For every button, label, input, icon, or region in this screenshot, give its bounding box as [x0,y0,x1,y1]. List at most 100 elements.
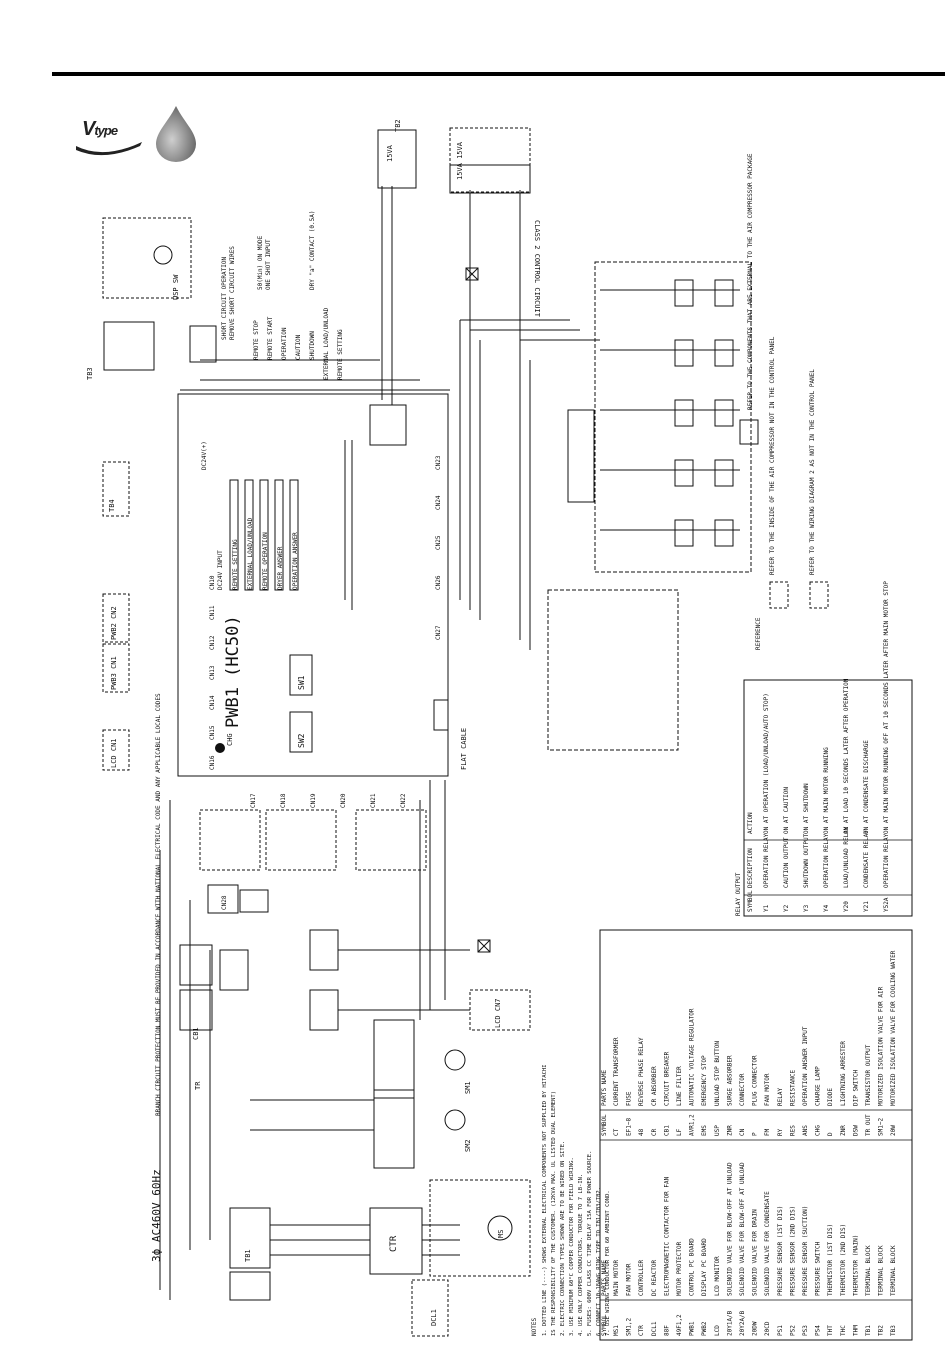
parts-row-symbol: TB1 [865,1325,872,1336]
parts-row-symbol: PWB2 [701,1321,708,1336]
parts-row-symbol: CN [739,1128,746,1136]
parts-row-name: SURGE ABSORBER [726,1055,733,1106]
notes-line: 3. USE MINIMUM 60°C COPPER CONDUCTOR FOR… [569,1157,575,1336]
lcd-cn1-label: LCD CN1 [110,738,118,768]
usp-sw-label: USP SW [172,274,180,300]
remote-label: OPERATION [281,327,288,360]
relay-row-description: CAUTION OUTPUT [783,837,790,888]
parts-row-symbol: MS1 [613,1325,620,1336]
connector-label: CN22 [400,793,407,808]
parts-row-name: EMERGENCY STOP [701,1055,708,1106]
parts-row-name: THERMISTOR (MAIN) [852,1235,859,1296]
parts-row-symbol: ZNR [840,1125,847,1136]
relay-table-title: RELAY OUTPUT [735,872,742,916]
parts-row-symbol: PS1 [777,1325,784,1336]
ctr-box [369,1207,423,1275]
flat-cable-box [433,699,449,731]
relay-output-table: RELAY OUTPUT SYMBOL DESCRIPTION ACTION Y… [735,581,913,917]
dryer-answer-bar [274,479,284,591]
parts-header: SYMBOL [601,1114,608,1136]
parts-row-name: CURRENT TRANSFORMER [613,1037,620,1106]
parts-row-name: SOLENOID VALVE FOR BLOW-OFF AT UNLOAD [726,1162,733,1296]
sm1-box [373,1019,415,1099]
parts-header: SYMBOL [601,1314,608,1336]
dc-label: EXTERNAL LOAD/UNLOAD [247,517,254,590]
water-drop-icon [156,106,196,162]
parts-row-name: SOLENOID VALVE FOR DRAIN [752,1209,759,1296]
relay-row-symbol: Y3 [803,904,810,912]
logo-suffix: type [94,123,118,138]
parts-row-symbol: PS2 [789,1325,796,1336]
class2-label: CLASS 2 CONTROL CIRCUIT [533,220,541,318]
parts-row-symbol: 20Y1A/B [726,1310,733,1336]
flat-cable-label: FLAT CABLE [460,728,468,770]
relay-row-action: ON AT MAIN MOTOR RUNNING OFF AT 10 SECON… [883,581,890,834]
connector-label: CN15 [209,725,216,740]
parts-row-symbol: EMS [701,1125,708,1136]
relay-cr10 [714,519,734,547]
relay-rail-wires [600,289,740,531]
parts-row-name: DIP SWITCH [852,1069,859,1106]
lcd-box [102,729,130,771]
parts-row-symbol: PWB1 [689,1321,696,1336]
ext-load-bar [244,479,254,591]
relay-cr9 [674,519,694,547]
parts-row-symbol: EF1~8 [626,1118,633,1136]
parts-table-frame [599,929,913,1341]
tb1-label: TB1 [244,1249,252,1262]
parts-row-name: DIODE [827,1088,834,1106]
dc-label: REMOTE SETTING [232,539,239,590]
relay-row-symbol: Y52A [883,897,890,912]
relay-row-description: OPERATION RELAY [763,833,770,888]
dc-input-labels: DC24V INPUT REMOTE SETTING EXTERNAL LOAD… [201,441,299,590]
vtype-logo-swoosh [76,142,142,156]
reference-box-c [739,419,759,445]
tb4-box [102,461,130,517]
parts-row-name: THERMISTOR (2ND DIS) [840,1224,847,1296]
parts-row-name: CONTROLLER [638,1259,645,1296]
sm1-label: SM1 [464,1081,472,1094]
va15b-label: 15VA 15VA [456,141,464,180]
avr-output-wires [338,949,470,1011]
parts-row-name: FAN MOTOR [626,1263,633,1296]
notes-line: 2. ELECTRIC CONNECTION TYPES SHOWN ARE T… [560,1141,566,1336]
connector-label: CN21 [370,793,377,808]
parts-row-symbol: CB1 [663,1125,670,1136]
parts-row-symbol: LF [676,1128,683,1136]
remote-label: CAUTION [295,334,302,360]
notes-lines: 1. DOTTED LINE (----) SHOWS EXTERNAL ELE… [542,1064,611,1336]
relay-cr8 [714,459,734,487]
remote-label: ONE SHOT INPUT [265,239,272,290]
x-marker-top [465,267,479,281]
notes-block: NOTES 1. DOTTED LINE (----) SHOWS EXTERN… [531,1064,611,1336]
remote-label: REMOVE SHORT CIRCUIT WIRES [229,246,236,340]
pwb2-box [102,593,130,643]
remote-label: SHUTDOWN [309,331,316,360]
remote-labels: SHORT CIRCUIT OPERATION REMOVE SHORT CIR… [221,211,344,380]
tb3-label: TB3 [86,367,94,380]
relay-row-description: LOAD/UNLOAD RELAY [843,826,850,888]
parts-row-name: FUSE [626,1091,633,1106]
supply-label: 3ϕ AC460V 60Hz [150,1169,163,1262]
remote-label: DRY "a" CONTACT (0.5A) [309,211,316,290]
parts-row-symbol: DCL1 [651,1321,658,1336]
motor-box [429,1179,531,1277]
relay-header: SYMBOL [747,890,754,912]
parts-row-symbol: P [752,1132,759,1136]
parts-row-symbol: CTR [638,1325,645,1336]
parts-row-name: CONTROL PC BOARD [689,1238,696,1296]
parts-row-name: TERMINAL BLOCK [865,1245,872,1296]
fm-box [239,889,269,913]
lf-box [219,949,249,991]
parts-row-symbol: PS3 [802,1325,809,1336]
relay-cr2 [714,279,734,307]
board-down-wires [419,780,446,1020]
parts-row-name: CHARGE LAMP [815,1066,822,1106]
relay-panel-box [594,261,752,573]
cb1-label: CB1 [192,1027,200,1040]
relay-row-description: SHUTDOWN OUTPUT [803,833,810,888]
parts-row-name: TERMINAL BLOCK [890,1245,897,1296]
parts-row-symbol: THM [852,1325,859,1336]
sensor-box-b [265,809,337,871]
